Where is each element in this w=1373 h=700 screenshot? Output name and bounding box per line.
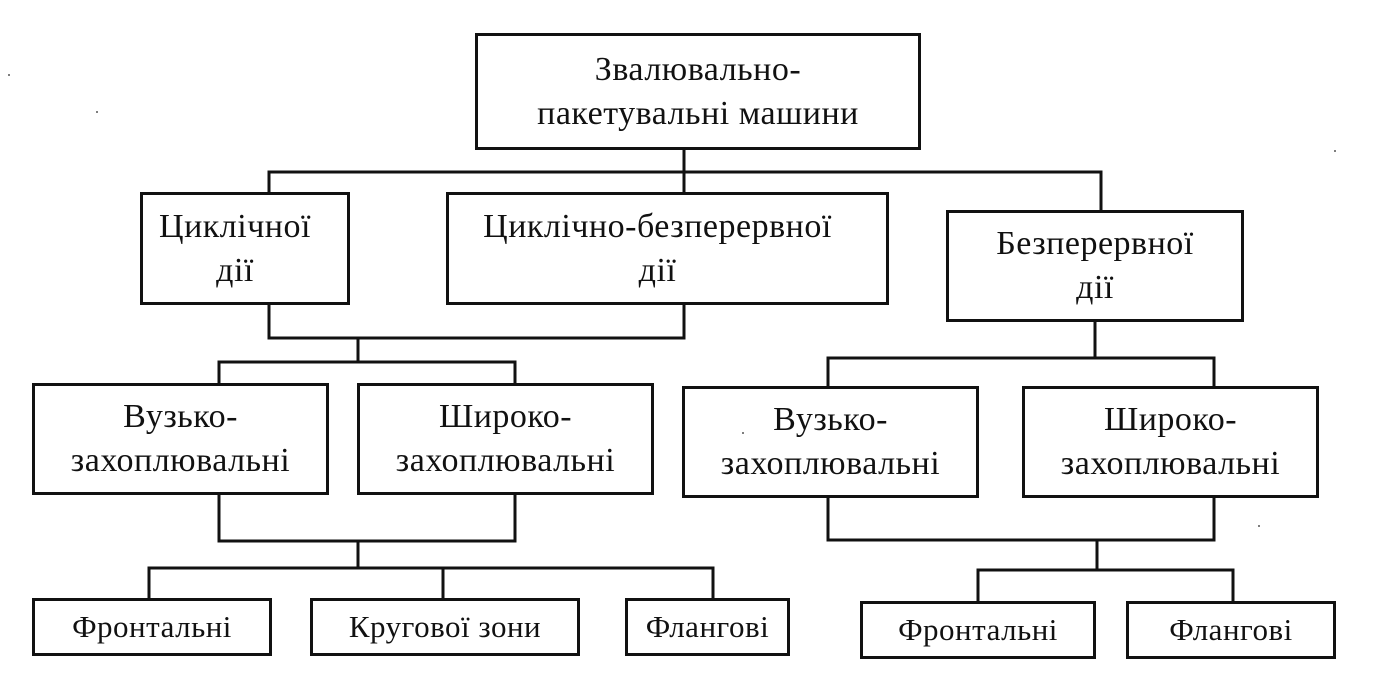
node-circular-zone-left: Кругової зони [310,598,580,656]
scan-speck [8,74,10,76]
node-label: Фронтальні [72,609,232,644]
node-label: Циклічно-безперервної дії [483,207,832,289]
node-label: Широко- захоплювальні [395,398,616,479]
node-frontal-right: Фронтальні [860,601,1096,659]
node-cyclic-action: Циклічної дії [140,192,350,305]
node-label: Вузько- захоплювальні [70,398,291,479]
node-label: Кругової зони [348,609,542,644]
node-continuous-action: Безперервної дії [946,210,1244,322]
node-label: Циклічної дії [159,207,311,289]
node-label: Вузько- захоплювальні [720,401,941,482]
scan-speck [1334,150,1336,152]
node-label: Флангові [645,609,770,644]
node-label: Фронтальні [898,612,1058,647]
scan-speck [1258,525,1260,527]
node-narrow-capture-right: Вузько- захоплювальні [682,386,979,498]
node-flank-right: Флангові [1126,601,1336,659]
node-frontal-left: Фронтальні [32,598,272,656]
root-node-label: Звалювально- пакетувальні машини [537,50,859,132]
node-wide-capture-right: Широко- захоплювальні [1022,386,1319,498]
node-label: Широко- захоплювальні [1060,401,1281,482]
node-cyclic-continuous-action: Циклічно-безперервної дії [446,192,889,305]
node-label: Безперервної дії [996,225,1194,306]
scan-speck [742,432,744,434]
root-node: Звалювально- пакетувальні машини [475,33,921,150]
node-flank-left: Флангові [625,598,790,656]
node-narrow-capture-left: Вузько- захоплювальні [32,383,329,495]
node-wide-capture-left: Широко- захоплювальні [357,383,654,495]
scan-speck [96,111,98,113]
node-label: Флангові [1169,612,1293,647]
